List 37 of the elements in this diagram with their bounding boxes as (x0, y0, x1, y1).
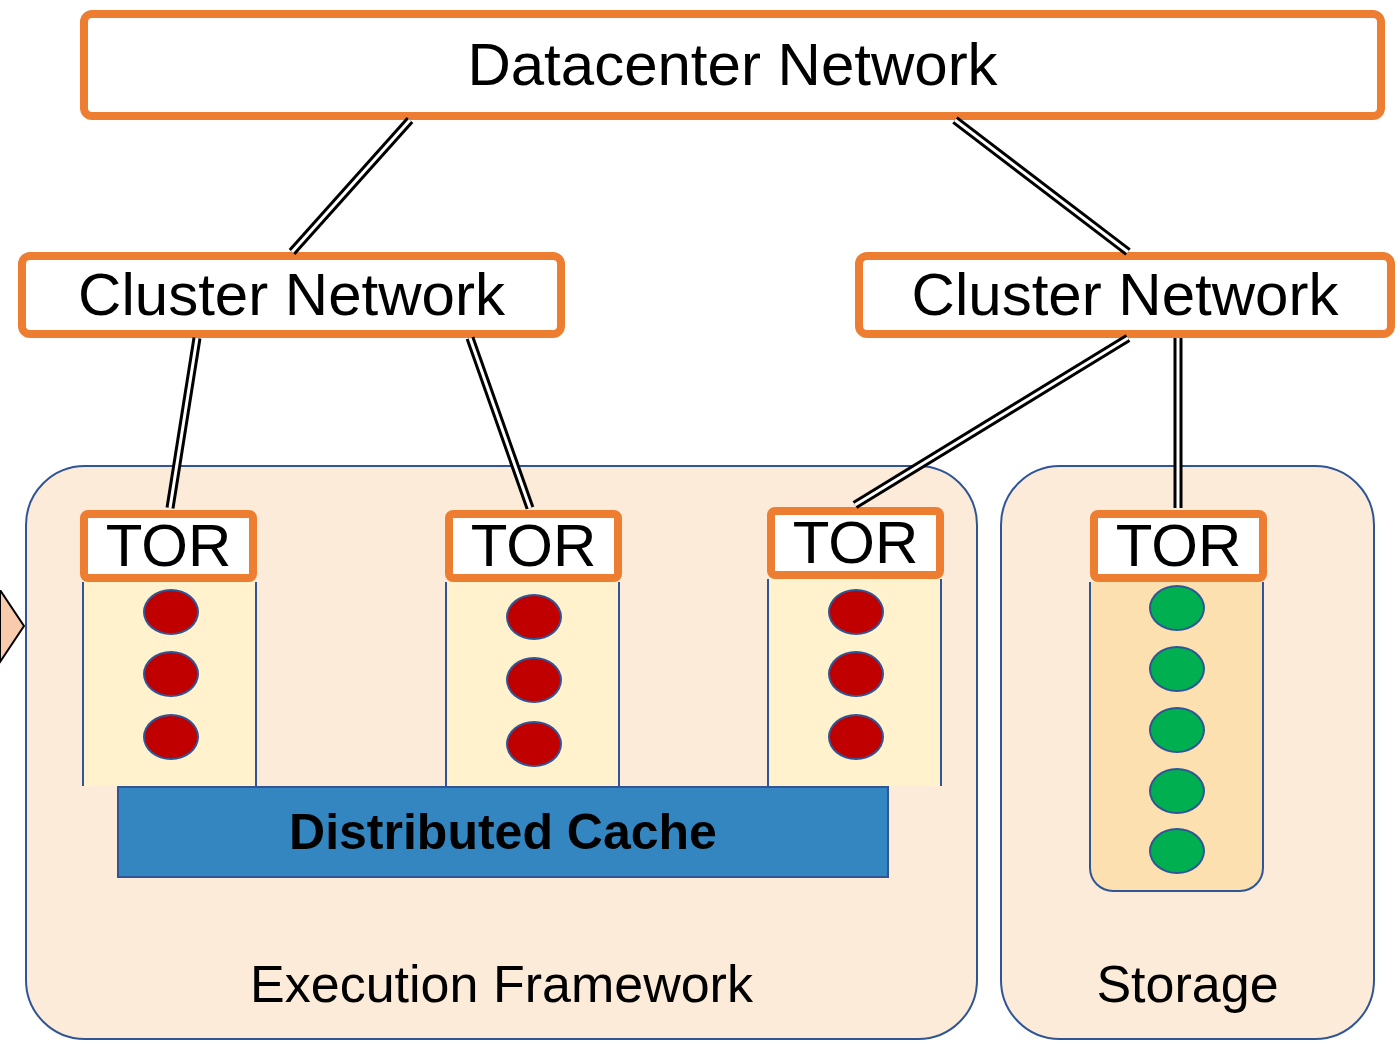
storage-circle (1149, 585, 1205, 631)
group-panel (1000, 465, 1375, 1040)
tor-switch-box (767, 507, 944, 579)
node-label: Execution Framework (249, 958, 754, 1010)
rack-column (82, 582, 257, 786)
rack-column (445, 582, 620, 786)
tor-switch-box (1090, 510, 1267, 582)
network-box (18, 252, 565, 338)
cache-bar (117, 786, 889, 878)
rack-column (767, 579, 942, 786)
storage-circle (1149, 707, 1205, 753)
tor-switch-box (445, 510, 622, 582)
server-circle (506, 657, 562, 703)
node-label: Distributed Cache (289, 807, 717, 857)
server-circle (143, 589, 199, 635)
server-circle (506, 721, 562, 767)
storage-circle (1149, 768, 1205, 814)
rack-column (1089, 582, 1264, 892)
tor-switch-box (80, 510, 257, 582)
network-box (80, 10, 1385, 120)
server-circle (143, 651, 199, 697)
node-label: TOR (105, 516, 232, 576)
node-label: TOR (470, 516, 597, 576)
server-circle (828, 651, 884, 697)
server-circle (506, 594, 562, 640)
node-label: TOR (792, 513, 919, 573)
network-box (855, 252, 1395, 338)
storage-circle (1149, 646, 1205, 692)
server-circle (828, 589, 884, 635)
node-label: TOR (1115, 516, 1242, 576)
storage-circle (1149, 828, 1205, 874)
node-label: Cluster Network (78, 265, 505, 325)
node-label: Datacenter Network (467, 35, 998, 95)
group-panel (25, 465, 978, 1040)
server-circle (828, 714, 884, 760)
server-circle (143, 714, 199, 760)
node-label: Cluster Network (911, 265, 1339, 325)
